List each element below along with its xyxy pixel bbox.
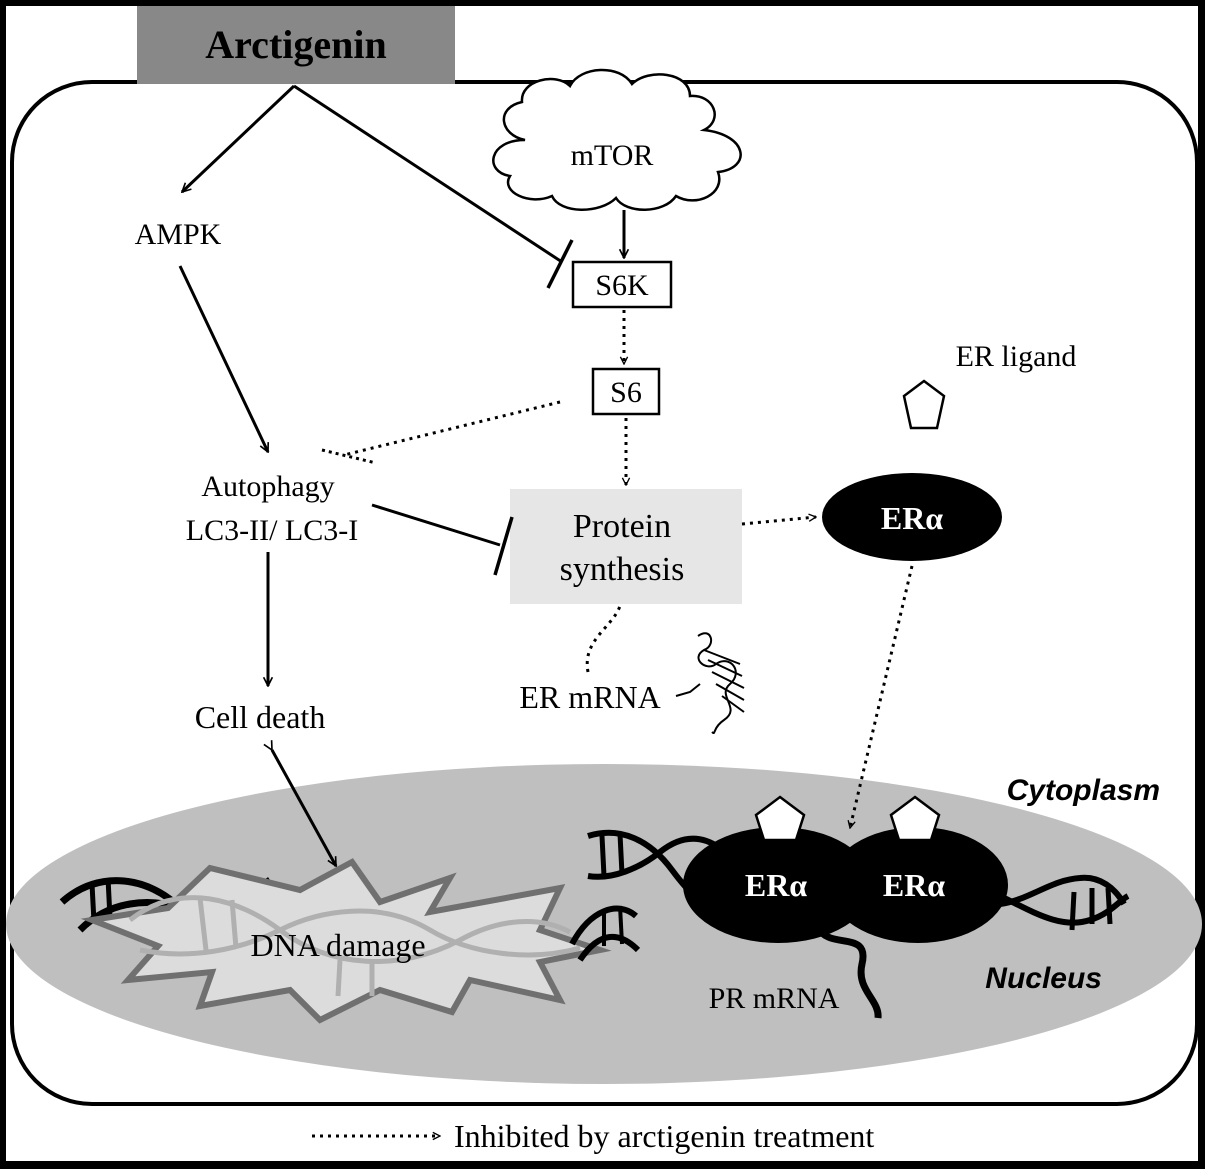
lc3-ratio-label: LC3-II/ LC3-I	[186, 514, 358, 547]
mrna-strand-icon	[675, 632, 745, 734]
dotted-arrow-era-nucleus	[850, 565, 914, 828]
era-dimer-right-ellipse	[828, 827, 1008, 943]
arrow-arctigenin-ampk	[182, 84, 296, 192]
era-dimer-left-ellipse	[683, 827, 873, 943]
cytoplasm-label: Cytoplasm	[1007, 774, 1160, 807]
era-cytoplasm-ellipse	[822, 473, 1002, 561]
dotted-inhibit-bar-autophagy	[321, 448, 377, 465]
protein-synthesis-box	[510, 489, 742, 604]
cell-death-label: Cell death	[195, 699, 326, 735]
dna-helix-right-icon	[587, 829, 1130, 931]
pr-mrna-strand-icon	[814, 925, 882, 1019]
arrow-ampk-autophagy	[178, 265, 270, 452]
s6k-label: S6K	[595, 269, 649, 302]
mtor-cloud	[492, 68, 742, 211]
inhibit-bar-protein-synthesis	[493, 516, 514, 576]
era-dimer-right-label: ERα	[883, 867, 945, 903]
ampk-label: AMPK	[135, 218, 222, 251]
era-cytoplasm-label: ERα	[881, 500, 943, 536]
dna-damaged-helix-icon	[128, 895, 581, 997]
dotted-link-er-mrna-protein	[585, 605, 622, 673]
dotted-inhibit-s6-autophagy	[343, 400, 561, 457]
inhibit-bar-s6k	[546, 239, 574, 289]
protein-synthesis-label-2: synthesis	[560, 551, 685, 588]
er-mrna-label: ER mRNA	[519, 679, 660, 715]
s6-label: S6	[610, 376, 642, 409]
era-dimer-left-label: ERα	[745, 867, 807, 903]
title-label: Arctigenin	[205, 22, 386, 67]
inhibit-autophagy-protein-synthesis	[371, 503, 501, 547]
pr-mrna-label: PR mRNA	[709, 982, 840, 1015]
s6-box	[591, 367, 661, 416]
title-box	[137, 6, 455, 84]
er-ligand-label: ER ligand	[956, 340, 1077, 373]
protein-synthesis-label-1: Protein	[573, 508, 671, 545]
autophagy-label: Autophagy	[201, 470, 334, 503]
dna-helix-right-fragment-icon	[569, 905, 641, 962]
legend-label: Inhibited by arctigenin treatment	[454, 1118, 874, 1154]
inhibit-arctigenin-s6k	[293, 84, 563, 264]
s6k-box	[571, 260, 673, 309]
er-ligand-pentagon-icon	[902, 379, 946, 430]
dna-damage-label: DNA damage	[250, 927, 425, 963]
nucleus-label: Nucleus	[985, 962, 1102, 995]
ligand-left-pentagon-icon	[754, 795, 806, 842]
ligand-right-pentagon-icon	[889, 795, 941, 842]
arrow-cell-death-dna-damage	[272, 750, 338, 866]
mtor-label: mTOR	[571, 139, 654, 172]
